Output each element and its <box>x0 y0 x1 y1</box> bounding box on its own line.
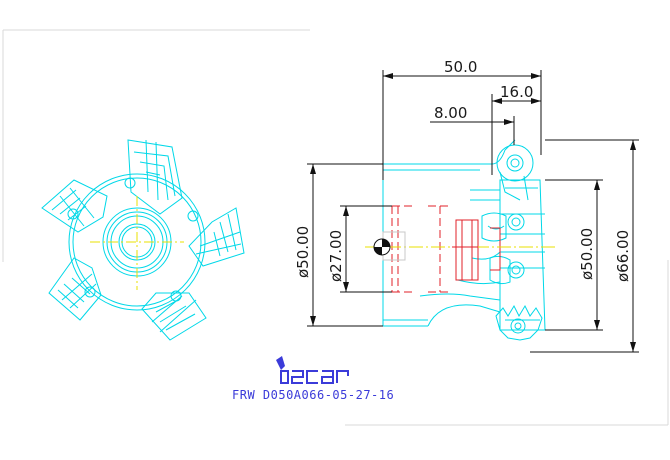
dim-body-diameter-left: ø50.00 <box>294 226 312 278</box>
dim-cutting-diameter: ø66.00 <box>614 230 632 282</box>
cutter-end-view <box>41 139 245 341</box>
flute-5 <box>41 179 108 233</box>
flute-3 <box>141 292 207 341</box>
dim-overall-length: 50.0 <box>444 58 477 76</box>
dim-body-diameter-right: ø50.00 <box>578 228 596 280</box>
centroid-symbol <box>373 238 391 256</box>
end-view-centerlines <box>90 196 184 290</box>
dim-bore-diameter: ø27.00 <box>327 230 345 282</box>
dimension-arrows <box>310 73 636 352</box>
dim-head-length: 16.0 <box>500 83 533 101</box>
hidden-bore-section <box>391 205 501 293</box>
cutter-flutes <box>41 139 245 341</box>
flute-1 <box>127 139 183 215</box>
sheet-border <box>2 29 669 426</box>
dim-insert-offset: 8.00 <box>434 104 467 122</box>
flute-2 <box>188 207 245 267</box>
flute-4 <box>48 257 102 321</box>
cutter-side-view <box>382 139 546 341</box>
part-code-label: FRW D050A066-05-27-16 <box>232 388 394 402</box>
iscar-logo <box>276 356 349 384</box>
dimension-lines <box>307 70 639 353</box>
